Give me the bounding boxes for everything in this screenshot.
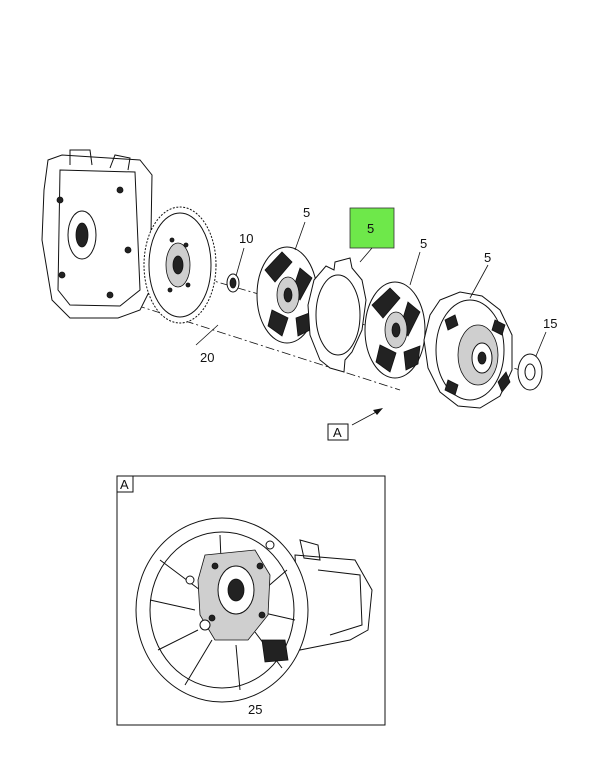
highlight-box: [349, 207, 395, 249]
callout-5-disc-rear: 5: [420, 236, 427, 251]
flywheel[interactable]: [143, 206, 217, 324]
callout-5-intermediate-plate: 5: [367, 221, 374, 236]
view-arrow-icon: [373, 408, 383, 415]
pressure-plate-assembly[interactable]: [423, 291, 513, 409]
detail-view-label: A: [120, 477, 129, 492]
pilot-bearing[interactable]: [226, 273, 240, 293]
view-pointer-label: A: [327, 423, 349, 441]
svg-text:A: A: [333, 425, 342, 440]
flywheel-housing[interactable]: [41, 149, 153, 319]
detail-view-a: A 25: [116, 475, 386, 726]
clutch-disc-rear[interactable]: [364, 281, 426, 379]
callout-20: 20: [200, 350, 214, 365]
callout-15: 15: [543, 316, 557, 331]
transmission-bell-housing[interactable]: [135, 517, 373, 703]
callout-5-pressure-plate: 5: [484, 250, 491, 265]
intermediate-plate[interactable]: [307, 257, 367, 373]
callout-5-disc-front: 5: [303, 205, 310, 220]
callout-10: 10: [239, 231, 253, 246]
clutch-disc-front[interactable]: [256, 246, 318, 344]
callout-25: 25: [248, 702, 262, 717]
release-bearing-washer[interactable]: [517, 353, 543, 391]
